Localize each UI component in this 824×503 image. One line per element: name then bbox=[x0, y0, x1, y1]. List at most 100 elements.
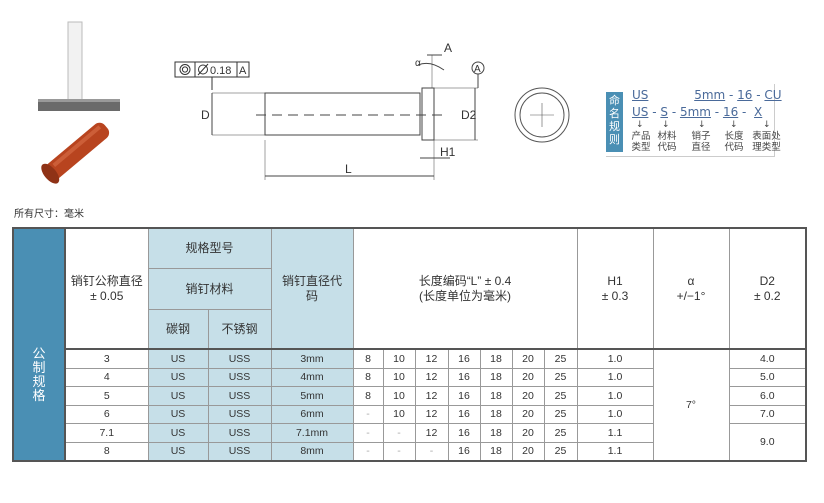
cell-carbon: US bbox=[147, 441, 209, 462]
cell-length: 25 bbox=[543, 404, 578, 424]
naming-rule-box: 命名规则 US 5mm - 16 - CU US - S - 5mm - 16 … bbox=[606, 84, 782, 157]
cell-d2: 7.0 bbox=[728, 404, 807, 424]
cell-length: 18 bbox=[479, 441, 513, 462]
cell-stainless: USS bbox=[207, 367, 272, 387]
cell-length: 8 bbox=[352, 348, 384, 369]
cell-length: 20 bbox=[511, 404, 545, 424]
feature-control-frame: 0.18 A bbox=[174, 61, 250, 90]
cell-length: 20 bbox=[511, 423, 545, 443]
cell-length: 25 bbox=[543, 367, 578, 387]
cell-h1: 1.0 bbox=[576, 386, 654, 406]
cell-carbon: US bbox=[147, 367, 209, 387]
units-note: 所有尺寸：毫米 bbox=[14, 209, 84, 220]
cell-code: 7.1mm bbox=[270, 423, 354, 443]
label-D: D bbox=[201, 108, 210, 122]
cell-h1: 1.1 bbox=[576, 441, 654, 462]
cell-stainless: USS bbox=[207, 348, 272, 369]
cell-length: 18 bbox=[479, 386, 513, 406]
cell-diameter: 4 bbox=[64, 367, 149, 387]
cell-h1: 1.0 bbox=[576, 404, 654, 424]
cell-carbon: US bbox=[147, 404, 209, 424]
pin-photo bbox=[41, 122, 110, 184]
cell-length: - bbox=[352, 423, 384, 443]
cell-length: 10 bbox=[382, 386, 416, 406]
cell-length: 12 bbox=[414, 367, 449, 387]
cell-length: 25 bbox=[543, 441, 578, 462]
label-D2: D2 bbox=[461, 108, 477, 122]
header-spec: 规格型号 bbox=[147, 227, 272, 269]
svg-text:A: A bbox=[239, 65, 247, 77]
cell-length: 10 bbox=[382, 367, 416, 387]
cell-length: 20 bbox=[511, 386, 545, 406]
cell-length: 10 bbox=[382, 348, 416, 369]
datum-A: A bbox=[474, 64, 481, 75]
cell-d2: 6.0 bbox=[728, 386, 807, 406]
cell-length: 10 bbox=[382, 404, 416, 424]
cell-length: - bbox=[382, 441, 416, 462]
header-h1: H1± 0.3 bbox=[576, 227, 654, 350]
cell-length: 18 bbox=[479, 348, 513, 369]
cell-length: 20 bbox=[511, 348, 545, 369]
cell-diameter: 8 bbox=[64, 441, 149, 462]
cell-length: 25 bbox=[543, 423, 578, 443]
cell-length: 20 bbox=[511, 441, 545, 462]
label-alpha: α bbox=[415, 58, 421, 69]
cell-length: 12 bbox=[414, 348, 449, 369]
cell-length: 25 bbox=[543, 348, 578, 369]
cell-length: 16 bbox=[447, 404, 481, 424]
header-angle: α+/−1° bbox=[652, 227, 730, 350]
cell-diameter: 7.1 bbox=[64, 423, 149, 443]
cell-length: - bbox=[382, 423, 416, 443]
cell-length: - bbox=[352, 441, 384, 462]
header-d2: D2± 0.2 bbox=[728, 227, 807, 350]
cell-code: 6mm bbox=[270, 404, 354, 424]
cell-carbon: US bbox=[147, 423, 209, 443]
cell-length: 25 bbox=[543, 386, 578, 406]
spec-table: 公制规格 销钉公称直径± 0.05 规格型号 销钉直径代码 长度编码“L” ± … bbox=[12, 227, 807, 462]
header-diameter: 销钉公称直径± 0.05 bbox=[64, 227, 149, 350]
cell-d2: 9.0 bbox=[728, 423, 807, 462]
header-carbon: 碳钢 bbox=[147, 309, 209, 350]
pin-end-view bbox=[514, 87, 570, 143]
cell-code: 4mm bbox=[270, 367, 354, 387]
cell-d2: 4.0 bbox=[728, 348, 807, 369]
cell-stainless: USS bbox=[207, 423, 272, 443]
cell-carbon: US bbox=[147, 386, 209, 406]
cell-code: 3mm bbox=[270, 348, 354, 369]
naming-example-1: US 5mm - 16 - CU bbox=[632, 88, 782, 102]
cell-length: 12 bbox=[414, 423, 449, 443]
cell-length: 18 bbox=[479, 404, 513, 424]
cell-h1: 1.0 bbox=[576, 348, 654, 369]
label-H1: H1 bbox=[440, 145, 456, 159]
cell-h1: 1.1 bbox=[576, 423, 654, 443]
cell-length: 18 bbox=[479, 423, 513, 443]
cell-diameter: 6 bbox=[64, 404, 149, 424]
cell-code: 5mm bbox=[270, 386, 354, 406]
cell-carbon: US bbox=[147, 348, 209, 369]
label-L: L bbox=[345, 162, 352, 176]
header-code: 销钉直径代码 bbox=[270, 227, 354, 350]
naming-example-2: US - S - 5mm - 16 - X bbox=[632, 105, 763, 119]
header-material: 销钉材料 bbox=[147, 268, 272, 310]
header-stainless: 不锈钢 bbox=[207, 309, 272, 350]
cell-length: 16 bbox=[447, 348, 481, 369]
cell-length: - bbox=[352, 404, 384, 424]
cell-length: 16 bbox=[447, 441, 481, 462]
cell-length: 12 bbox=[414, 404, 449, 424]
label-A: A bbox=[444, 41, 452, 55]
cell-h1: 1.0 bbox=[576, 367, 654, 387]
cell-length: 16 bbox=[447, 386, 481, 406]
cell-diameter: 3 bbox=[64, 348, 149, 369]
cell-length: 16 bbox=[447, 423, 481, 443]
cell-angle: 7° bbox=[652, 348, 730, 462]
side-label: 公制规格 bbox=[12, 227, 66, 462]
cell-code: 8mm bbox=[270, 441, 354, 462]
cell-length: 18 bbox=[479, 367, 513, 387]
cell-length: 8 bbox=[352, 367, 384, 387]
installed-pin-image bbox=[38, 21, 120, 111]
technical-drawing: 0.18 A D L D2 H1 A A α bbox=[38, 21, 570, 184]
